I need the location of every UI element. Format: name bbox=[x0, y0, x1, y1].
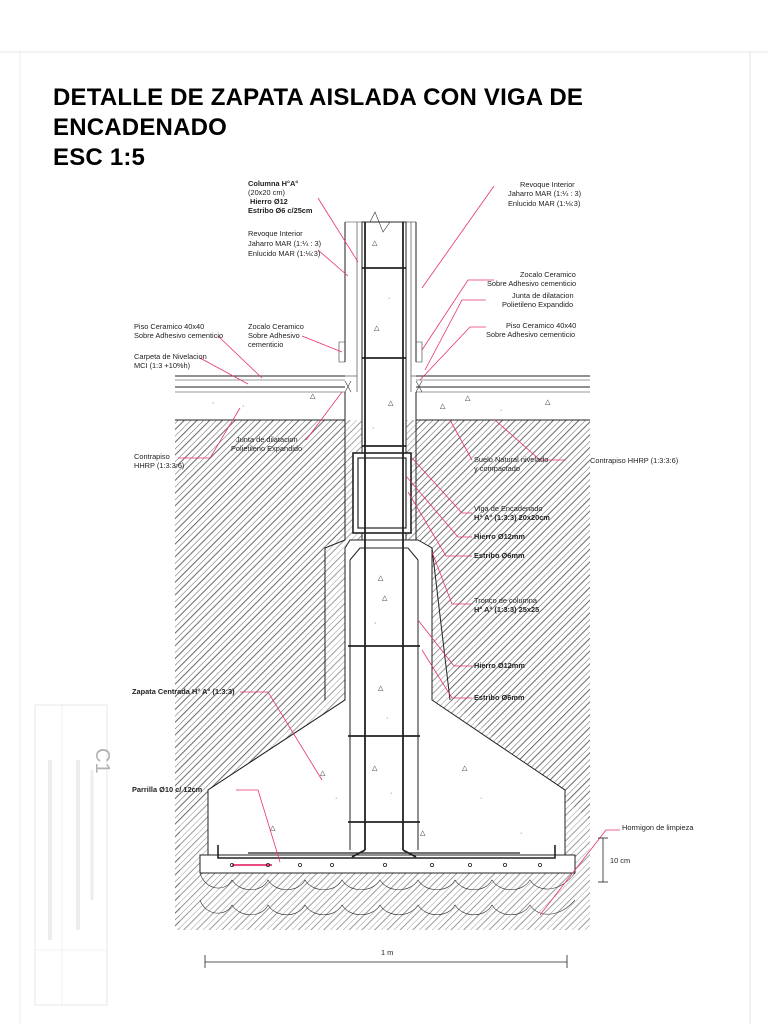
side-c1-label: C1 bbox=[91, 748, 113, 774]
label-revoque-l-1: Revoque Interior bbox=[248, 229, 303, 238]
label-zocalo-r-2: Sobre Adhesivo cementicio bbox=[487, 279, 576, 288]
label-columna-4: Estribo Ø6 c/25cm bbox=[248, 206, 313, 215]
svg-text:△: △ bbox=[420, 830, 426, 837]
svg-text:△: △ bbox=[462, 765, 468, 772]
label-junta-r-1: Junta de dilatacion bbox=[512, 291, 574, 300]
leader-lines bbox=[178, 185, 620, 916]
svg-text:△: △ bbox=[372, 240, 378, 247]
label-piso-r-2: Sobre Adhesivo cementicio bbox=[486, 330, 575, 339]
annotations: Columna H°A° (20x20 cm) Hierro Ø12 Estri… bbox=[132, 179, 694, 957]
label-zocalo-l-3: cementicio bbox=[248, 340, 283, 349]
label-junta-l-1: Junta de dilatacion bbox=[236, 435, 298, 444]
label-zocalo-l-1: Zocalo Ceramico bbox=[248, 322, 304, 331]
sheet-frame bbox=[0, 51, 768, 1024]
footing bbox=[199, 539, 576, 916]
aggregate-marks: △ · △ △ · △ △ · △ · △ · △ · △ · △ · △ △ △ △ · △ · · bbox=[212, 240, 551, 837]
label-junta-l-2: Polietileno Expandido bbox=[231, 444, 302, 453]
label-piso-r-1: Piso Ceramico 40x40 bbox=[506, 321, 576, 330]
label-viga-2: H° A° (1:3:3) 20x20cm bbox=[474, 513, 550, 522]
label-parrilla: Parrilla Ø10 c/ 12cm bbox=[132, 785, 203, 794]
svg-text:·: · bbox=[374, 620, 376, 627]
title-line-2: ENCADENADO bbox=[53, 114, 228, 141]
svg-text:·: · bbox=[480, 795, 482, 802]
label-contrapiso-r: Contrapiso HHRP (1:3:3:6) bbox=[590, 456, 678, 465]
label-revoque-l-3: Enlucido MAR (1:⅛:3) bbox=[248, 249, 320, 258]
label-tronco-estribo: Estribo Ø6mm bbox=[474, 693, 525, 702]
svg-text:·: · bbox=[242, 403, 244, 410]
svg-text:△: △ bbox=[465, 395, 471, 402]
label-tronco-hierro: Hierro Ø12mm bbox=[474, 661, 525, 670]
label-columna-3: Hierro Ø12 bbox=[250, 197, 288, 206]
label-carpeta-1: Carpeta de Nivelacion bbox=[134, 352, 207, 361]
label-contrapiso-l-1: Contrapiso bbox=[134, 452, 170, 461]
label-revoque-l-2: Jaharro MAR (1:¼ : 3) bbox=[248, 239, 321, 248]
svg-text:·: · bbox=[212, 400, 214, 407]
svg-text:△: △ bbox=[374, 325, 380, 332]
svg-text:△: △ bbox=[388, 400, 394, 407]
label-junta-r-2: Polietileno Expandido bbox=[502, 300, 573, 309]
svg-text:△: △ bbox=[372, 765, 378, 772]
svg-text:△: △ bbox=[382, 595, 388, 602]
label-zapata: Zapata Centrada H° A° (1:3:3) bbox=[132, 687, 235, 696]
label-zocalo-l-2: Sobre Adhesivo bbox=[248, 331, 300, 340]
label-columna-1: Columna H°A° bbox=[248, 179, 298, 188]
label-revoque-r-2: Jaharro MAR (1:¼ : 3) bbox=[508, 189, 581, 198]
label-carpeta-2: MCI (1:3 +10%h) bbox=[134, 361, 190, 370]
dimensions bbox=[204, 837, 608, 968]
svg-text:·: · bbox=[520, 830, 522, 837]
column-rebar bbox=[348, 222, 420, 858]
label-dim-10cm: 10 cm bbox=[610, 856, 630, 865]
title-line-1: DETALLE DE ZAPATA AISLADA CON VIGA DE bbox=[53, 84, 584, 111]
label-contrapiso-l-2: HHRP (1:3:3:6) bbox=[134, 461, 184, 470]
title-block: C1 bbox=[34, 704, 113, 1006]
svg-text:·: · bbox=[390, 790, 392, 797]
svg-text:△: △ bbox=[440, 403, 446, 410]
label-viga-hierro: Hierro Ø12mm bbox=[474, 532, 525, 541]
label-tronco-2: H° A° (1:3:3) 25x25 bbox=[474, 605, 539, 614]
label-tronco-1: Tronco de columna bbox=[474, 596, 538, 605]
label-viga-1: Viga de Encadenado bbox=[474, 504, 543, 513]
svg-text:△: △ bbox=[378, 575, 384, 582]
floor-layers bbox=[175, 375, 590, 421]
bottom-grid bbox=[217, 845, 556, 868]
svg-text:△: △ bbox=[378, 685, 384, 692]
svg-text:△: △ bbox=[310, 393, 316, 400]
label-viga-estribo: Estribo Ø6mm bbox=[474, 551, 525, 560]
title-line-3: ESC 1:5 bbox=[53, 144, 146, 171]
svg-text:·: · bbox=[386, 715, 388, 722]
label-revoque-r-1: Revoque Interior bbox=[520, 180, 575, 189]
svg-text:·: · bbox=[388, 295, 390, 302]
label-suelo-2: y compactado bbox=[474, 464, 520, 473]
svg-text:·: · bbox=[372, 425, 374, 432]
label-piso-l-1: Piso Ceramico 40x40 bbox=[134, 322, 204, 331]
label-suelo-1: Suelo Natural nivelado bbox=[474, 455, 548, 464]
label-dim-1m: 1 m bbox=[381, 948, 393, 957]
svg-text:·: · bbox=[500, 407, 502, 414]
label-columna-2: (20x20 cm) bbox=[248, 188, 285, 197]
svg-text:△: △ bbox=[270, 825, 276, 832]
svg-text:·: · bbox=[335, 795, 337, 802]
svg-text:△: △ bbox=[320, 770, 326, 777]
tie-beam bbox=[352, 452, 412, 534]
label-zocalo-r-1: Zocalo Ceramico bbox=[520, 270, 576, 279]
label-revoque-r-3: Enlucido MAR (1:⅛:3) bbox=[508, 199, 580, 208]
svg-text:△: △ bbox=[545, 399, 551, 406]
label-hormigon: Hormigon de limpieza bbox=[622, 823, 694, 832]
label-piso-l-2: Sobre Adhesivo cementicio bbox=[134, 331, 223, 340]
